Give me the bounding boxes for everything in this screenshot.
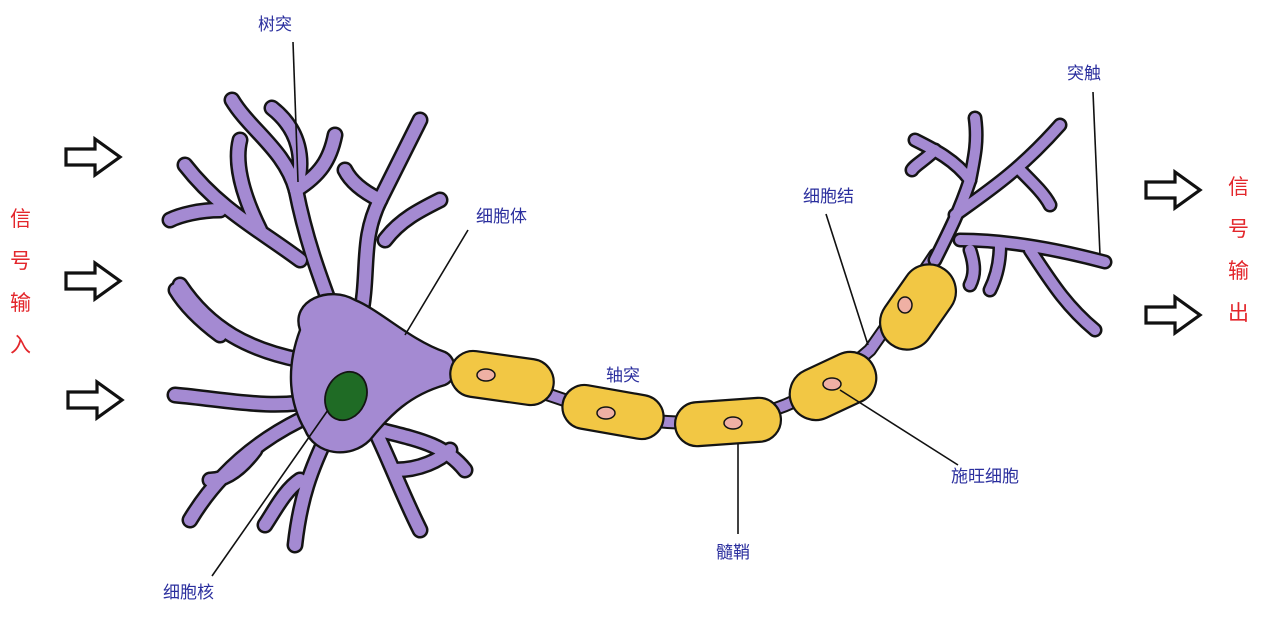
- signal-input-char: 信: [10, 207, 31, 231]
- signal-input-char: 入: [10, 333, 31, 357]
- myelin-segment: [449, 349, 555, 407]
- leader-lines: [211, 41, 1101, 577]
- myelin-segment: [879, 263, 957, 351]
- myelin-segment: [673, 396, 783, 448]
- nucleus-shape: [324, 370, 368, 422]
- cell-body-group: [161, 91, 474, 554]
- signal-output-char: 输: [1228, 259, 1249, 283]
- label-synapse: 突触: [1067, 64, 1101, 84]
- label-nucleus: 细胞核: [163, 583, 214, 603]
- arrow-right-outline-icon: [64, 135, 123, 179]
- myelin-sheath-group: [449, 263, 957, 448]
- signal-output-label: 信 号 输 出: [1228, 175, 1249, 325]
- output-arrows: [1144, 168, 1203, 337]
- signal-output-char: 信: [1228, 175, 1249, 199]
- label-dendrite: 树突: [258, 15, 292, 35]
- axon-terminal-group: [904, 110, 1113, 338]
- arrow-right-outline-icon: [1144, 293, 1203, 337]
- arrow-right-outline-icon: [66, 378, 125, 422]
- input-arrows: [64, 135, 125, 422]
- signal-input-char: 输: [10, 291, 31, 315]
- label-soma: 细胞体: [476, 207, 527, 227]
- signal-input-label: 信 号 输 入: [10, 207, 31, 357]
- arrow-right-outline-icon: [64, 259, 123, 303]
- signal-input-char: 号: [10, 249, 31, 273]
- label-node-of-ranvier: 细胞结: [803, 187, 854, 207]
- signal-output-char: 号: [1228, 217, 1249, 241]
- myelin-segment: [788, 350, 878, 422]
- label-schwann-cell: 施旺细胞: [951, 467, 1019, 487]
- label-axon: 轴突: [606, 366, 640, 386]
- arrow-right-outline-icon: [1144, 168, 1203, 212]
- myelin-segment: [561, 383, 665, 441]
- label-myelin: 髓鞘: [716, 543, 750, 563]
- structure-labels: 树突 细胞体 细胞核 轴突 髓鞘 细胞结 施旺细胞 突触: [163, 15, 1101, 603]
- signal-output-char: 出: [1228, 301, 1249, 325]
